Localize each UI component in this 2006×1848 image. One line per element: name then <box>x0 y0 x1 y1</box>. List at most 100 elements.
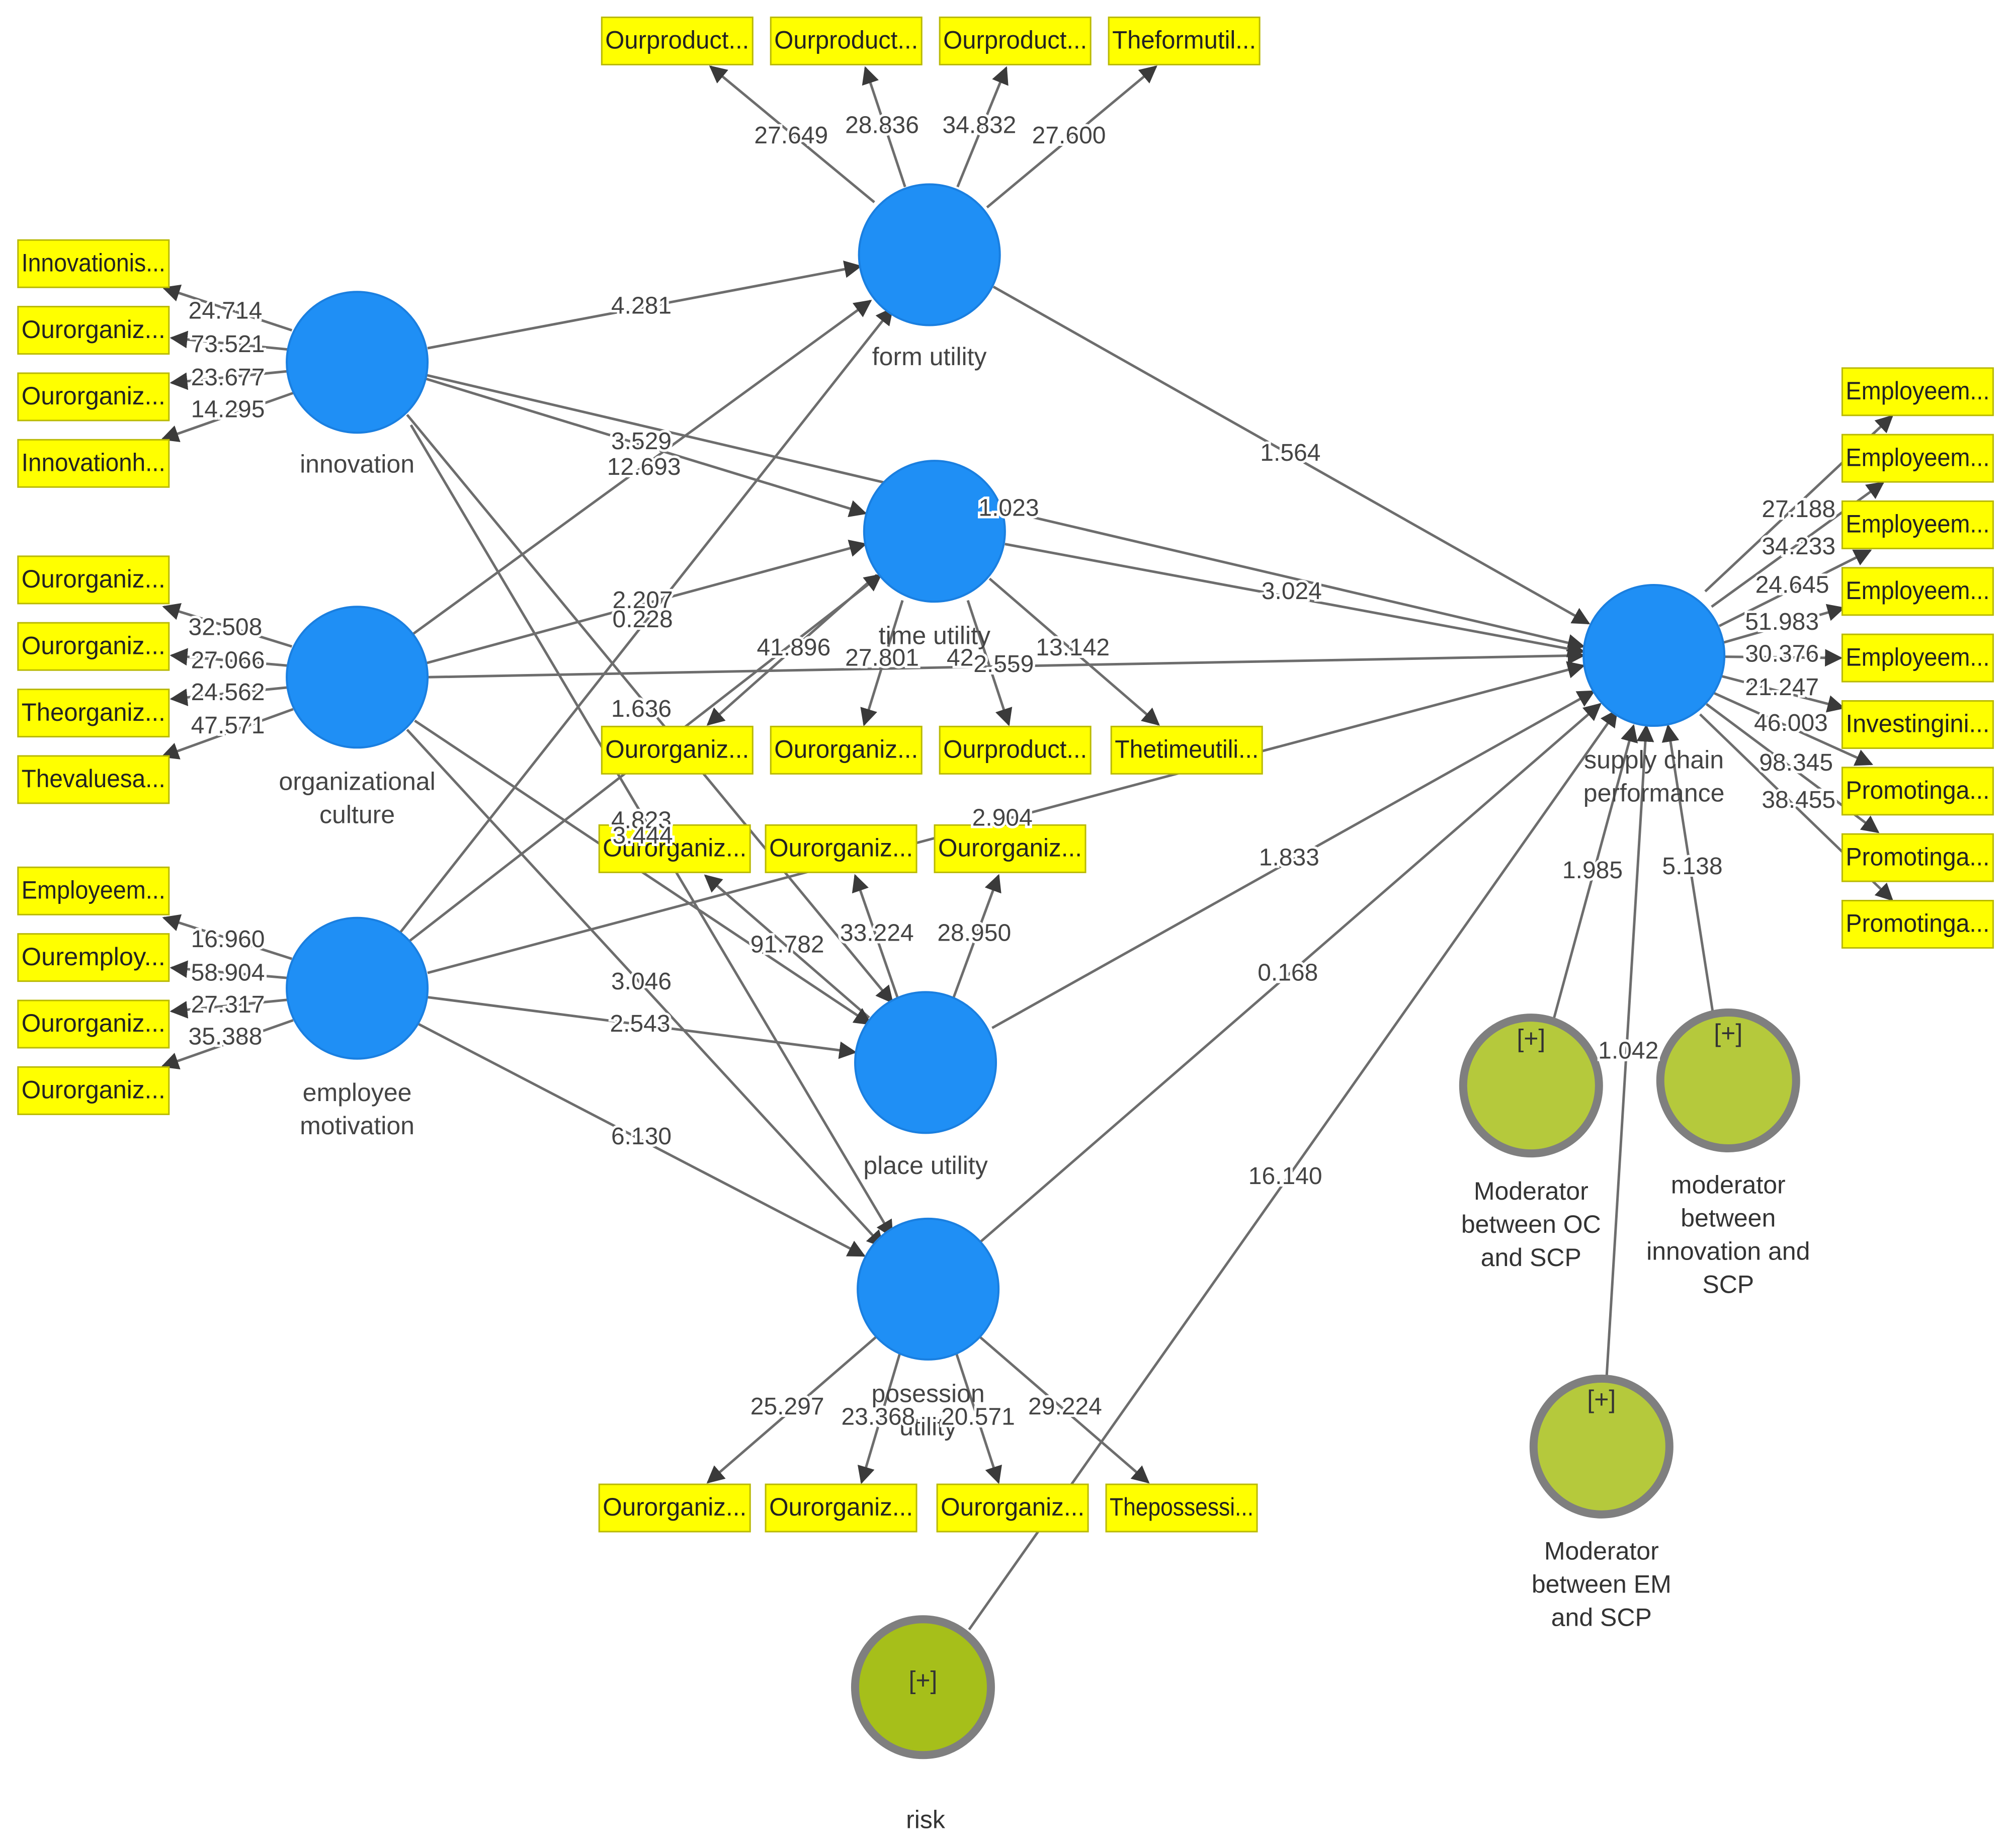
expand-icon[interactable]: [+] <box>1714 1019 1742 1047</box>
latent-node-scp[interactable] <box>1582 584 1726 727</box>
moderator-node-modem[interactable] <box>1529 1374 1674 1519</box>
indicator-label-q4: Thepossessi... <box>1110 1493 1253 1521</box>
expand-icon[interactable]: [+] <box>1587 1385 1616 1413</box>
latent-node-poss[interactable] <box>857 1217 1000 1361</box>
indicator-box-s1[interactable] <box>1841 367 1994 416</box>
indicator-link-o3 <box>170 686 288 706</box>
indicator-box-s2[interactable] <box>1841 434 1994 483</box>
moderator-label-modem: Moderator <box>1544 1537 1659 1565</box>
loading-label-i4: 14.295 <box>191 396 265 423</box>
indicator-box-s3[interactable] <box>1841 500 1994 549</box>
indicator-box-o3[interactable] <box>17 689 170 738</box>
indicator-box-s5[interactable] <box>1841 633 1994 683</box>
indicator-label-s3: Employeem... <box>1846 510 1989 538</box>
indicator-box-i2[interactable] <box>17 306 170 355</box>
path-form-to-scp <box>992 285 1591 625</box>
indicator-box-e1[interactable] <box>17 866 170 915</box>
path-coefficient-innov-to-place: 1.636 <box>611 696 672 722</box>
path-em-to-place <box>427 996 857 1059</box>
indicator-box-q2[interactable] <box>765 1483 917 1533</box>
indicator-box-q4[interactable] <box>1105 1483 1258 1533</box>
indicator-box-s9[interactable] <box>1841 899 1994 949</box>
indicator-link-s5 <box>1724 649 1843 667</box>
path-coefficient-oc-to-scp: 2.559 <box>973 651 1034 678</box>
indicator-link-t3 <box>966 600 1013 726</box>
indicator-link-s4 <box>1722 604 1846 644</box>
loading-label-t2: 27.801 <box>845 644 919 671</box>
indicator-label-s5: Employeem... <box>1846 643 1989 671</box>
loading-label-f3: 34.832 <box>943 112 1017 139</box>
indicator-box-f2[interactable] <box>770 16 923 65</box>
indicator-link-o1 <box>162 603 293 648</box>
moderator-node-modinn[interactable] <box>1656 1008 1800 1152</box>
loading-label-i3: 23.677 <box>191 364 265 391</box>
indicator-box-t2[interactable] <box>770 725 923 775</box>
latent-node-em[interactable] <box>286 916 429 1060</box>
indicator-box-s8[interactable] <box>1841 833 1994 882</box>
loading-label-p3: 28.950 <box>937 920 1011 947</box>
path-coefficient-innov-to-scp: 1.023 <box>978 495 1039 522</box>
indicator-box-o4[interactable] <box>17 755 170 804</box>
indicator-box-t3[interactable] <box>939 725 1092 775</box>
indicator-box-p1[interactable] <box>598 824 751 873</box>
indicator-link-f4 <box>986 65 1157 209</box>
moderator-label-modoc: Moderator <box>1474 1177 1589 1205</box>
moderator-label-modoc: between OC <box>1461 1210 1601 1238</box>
path-risk-to-scp <box>968 709 1618 1631</box>
path-coefficient-innov-to-time: 3.529 <box>611 428 672 455</box>
indicator-box-i3[interactable] <box>17 372 170 422</box>
indicator-box-s7[interactable] <box>1841 767 1994 816</box>
indicator-box-t1[interactable] <box>601 725 754 775</box>
indicator-box-f4[interactable] <box>1108 16 1261 65</box>
indicator-box-p2[interactable] <box>765 824 917 873</box>
loading-label-q2: 23.368 <box>841 1404 915 1431</box>
indicator-box-i4[interactable] <box>17 439 170 488</box>
indicator-label-s7: Promotinga... <box>1846 776 1989 804</box>
indicator-link-i3 <box>170 370 288 390</box>
latent-label-time: time utility <box>879 622 990 650</box>
indicator-label-i3: Ourorganiz... <box>22 382 165 410</box>
indicator-box-f3[interactable] <box>939 16 1092 65</box>
indicator-box-f1[interactable] <box>601 16 754 65</box>
indicator-box-i1[interactable] <box>17 239 170 288</box>
latent-node-innov[interactable] <box>286 291 429 434</box>
expand-icon[interactable]: [+] <box>908 1666 937 1695</box>
indicator-box-o2[interactable] <box>17 622 170 671</box>
moderator-label-modoc: and SCP <box>1481 1243 1581 1272</box>
indicator-link-t4 <box>988 577 1160 726</box>
indicator-link-q4 <box>978 1335 1150 1484</box>
indicator-link-p2 <box>852 874 899 998</box>
indicator-box-e3[interactable] <box>17 999 170 1049</box>
indicator-box-o1[interactable] <box>17 555 170 605</box>
path-coefficient-modoc-to-scp: 1.985 <box>1562 857 1623 884</box>
indicator-box-p3[interactable] <box>934 824 1086 873</box>
latent-label-poss: utility <box>899 1412 957 1441</box>
latent-label-oc: organizational <box>279 768 435 796</box>
moderator-node-risk[interactable] <box>851 1615 995 1759</box>
moderator-node-modoc[interactable] <box>1459 1014 1603 1158</box>
indicator-box-q3[interactable] <box>936 1483 1089 1533</box>
indicator-link-p1 <box>704 874 870 1019</box>
latent-node-time[interactable] <box>863 460 1006 603</box>
latent-node-oc[interactable] <box>286 606 429 749</box>
expand-icon[interactable]: [+] <box>1517 1024 1545 1052</box>
indicator-box-s4[interactable] <box>1841 567 1994 616</box>
path-oc-to-poss <box>406 728 885 1248</box>
indicator-link-i4 <box>160 391 294 442</box>
indicator-box-q1[interactable] <box>598 1483 751 1533</box>
latent-node-place[interactable] <box>854 991 997 1134</box>
path-time-to-scp <box>1005 543 1585 657</box>
indicator-box-e2[interactable] <box>17 933 170 982</box>
indicator-label-e1: Employeem... <box>22 876 165 904</box>
path-coefficient-oc-to-time: 2.207 <box>613 587 673 614</box>
latent-node-form[interactable] <box>858 183 1001 326</box>
loading-label-q1: 25.297 <box>750 1393 824 1420</box>
indicator-label-f4: Theformutil... <box>1112 26 1256 54</box>
indicator-box-t4[interactable] <box>1110 725 1263 775</box>
moderator-label-modinn: innovation and <box>1646 1237 1810 1265</box>
indicator-box-e4[interactable] <box>17 1066 170 1115</box>
latent-label-em: motivation <box>300 1112 414 1140</box>
indicator-box-s6[interactable] <box>1841 700 1994 749</box>
